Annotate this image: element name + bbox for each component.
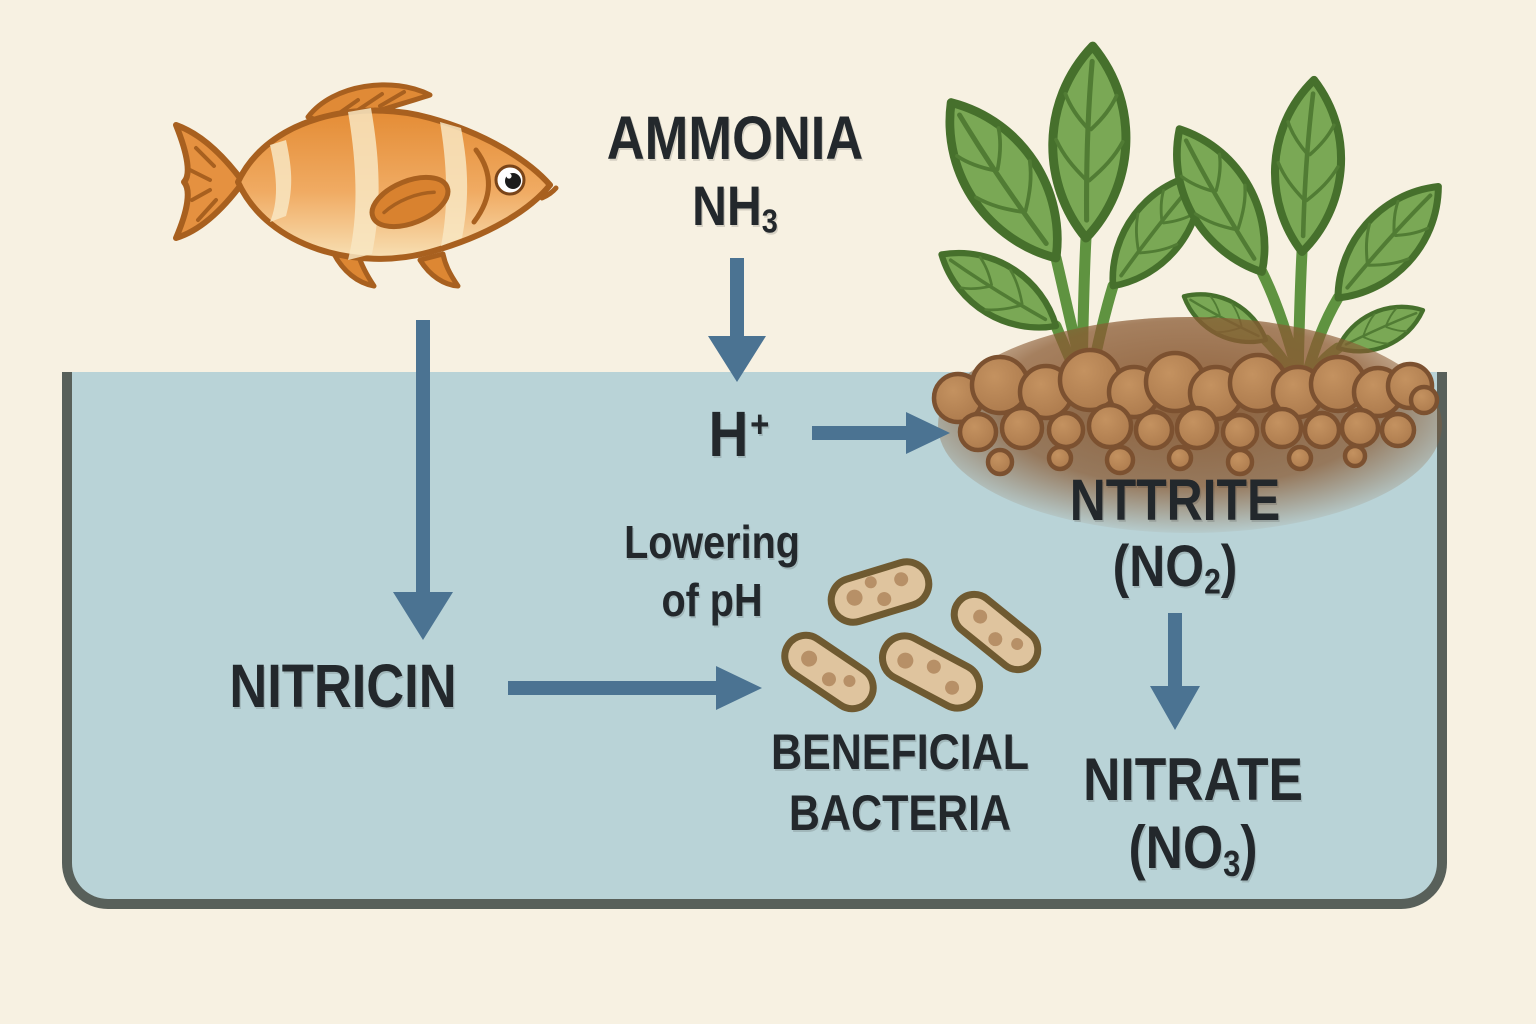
fish-icon <box>173 82 559 289</box>
nitricin-label: NITRICIN <box>229 652 457 720</box>
arrow-hplus-to-soil-icon <box>812 412 950 454</box>
ammonia-label: AMMONIA NH3 <box>542 104 929 241</box>
soil-gravel <box>931 317 1442 533</box>
nitrate-formula: (NO3) <box>1128 814 1258 885</box>
beneficial-bacteria-label: BENEFICIAL BACTERIA <box>771 724 1029 841</box>
nitrate-title: NITRATE <box>1083 746 1303 813</box>
ammonia-formula: NH3 <box>692 173 778 241</box>
nitrite-formula: (NO2) <box>1112 534 1238 602</box>
arrow-nitricin-to-bacteria-icon <box>508 666 762 710</box>
bacterium <box>950 590 1042 674</box>
arrow-fish-to-nitricin-icon <box>393 320 453 640</box>
nitrite-title: NTTRITE <box>1069 468 1281 533</box>
lowering-ph-label: Lowering of pH <box>624 516 800 626</box>
bacterium <box>879 632 983 712</box>
arrow-ammonia-down-icon <box>708 258 766 382</box>
arrow-nitrite-to-nitrate-icon <box>1150 613 1200 730</box>
nitrite-label: NTTRITE (NO2) <box>1042 468 1309 602</box>
bacterium <box>781 631 877 713</box>
bacteria-icon <box>781 558 1042 713</box>
bacterium <box>827 558 933 626</box>
hydrogen-ion-label: H+ <box>708 398 770 470</box>
nitrate-label: NITRATE (NO3) <box>1060 746 1327 884</box>
ammonia-title: AMMONIA <box>606 104 864 172</box>
